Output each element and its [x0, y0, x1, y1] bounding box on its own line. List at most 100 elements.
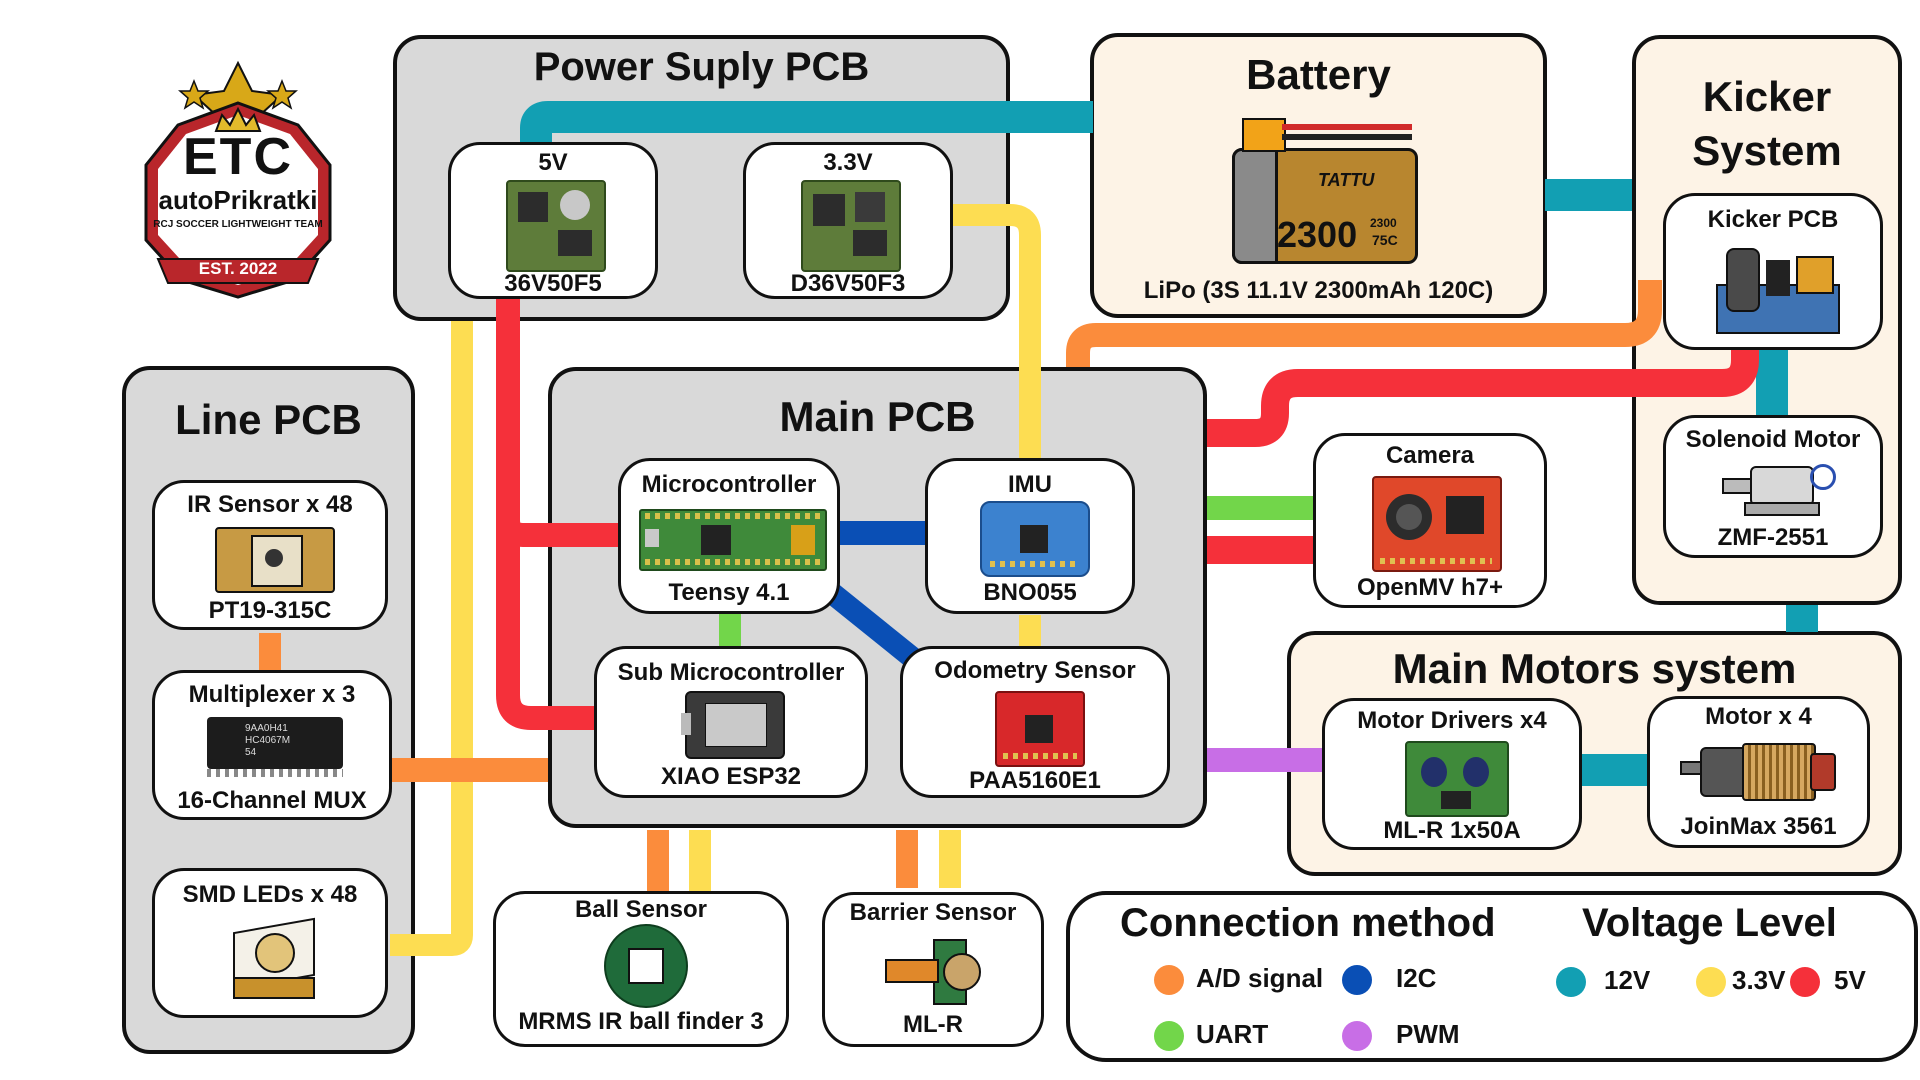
legend-label-33v: 3.3V: [1732, 965, 1786, 995]
multiplexer-part: 16-Channel MUX: [177, 787, 367, 814]
line-pcb-title: Line PCB: [175, 396, 362, 443]
barrier-sensor-card: Barrier Sensor ML-R: [822, 892, 1044, 1047]
legend-label-ad: A/D signal: [1196, 963, 1324, 993]
battery-capacity-small: 2300: [1370, 216, 1397, 230]
logo-top-text: ETC: [183, 128, 293, 186]
mux-chip-line-2: HC4067M: [245, 735, 291, 746]
motor-driver-board-icon: [1405, 741, 1509, 817]
legend-dot-pwm: [1342, 1021, 1372, 1051]
ir-sensor-label: IR Sensor x 48: [187, 491, 353, 518]
legend-dot-5v: [1790, 967, 1820, 997]
barrier-sensor-icon: [881, 935, 991, 1005]
ball-sensor-label: Ball Sensor: [574, 896, 708, 923]
lipo-battery-icon: TATTU 2300 2300 75C: [1222, 118, 1422, 264]
microcontroller-label: Microcontroller: [641, 471, 817, 498]
sub-microcontroller-card: Sub Microcontroller XIAO ESP32: [594, 646, 868, 798]
kicker-board-icon: [1716, 244, 1840, 334]
ir-sensor-icon: [215, 527, 335, 593]
motor-drivers-part: ML-R 1x50A: [1383, 817, 1521, 844]
kicker-title-line1: Kicker: [1702, 73, 1832, 120]
regulator-5v-label: 5V: [538, 149, 568, 176]
regulator-33v-label: 3.3V: [823, 149, 873, 176]
logo-banner: EST. 2022: [198, 259, 278, 278]
wire-33v-line-leds: [390, 321, 473, 956]
main-pcb-title: Main PCB: [779, 393, 976, 440]
motor-card: Motor x 4 JoinMax 3561: [1647, 696, 1870, 848]
motor-drivers-card: Motor Drivers x4 ML-R 1x50A: [1322, 698, 1582, 850]
mux-chip-line-1: 9AA0H41: [245, 723, 288, 734]
wire-33v-imu: [950, 204, 1041, 460]
camera-part: OpenMV h7+: [1356, 574, 1504, 601]
legend-voltage-title: Voltage Level: [1582, 901, 1837, 945]
wire-5v-kicker: [1207, 346, 1759, 447]
imu-part: BNO055: [983, 579, 1077, 606]
motor-part: JoinMax 3561: [1680, 813, 1837, 840]
kicker-pcb-label: Kicker PCB: [1707, 206, 1839, 233]
legend-label-5v: 5V: [1834, 965, 1866, 995]
xiao-board-icon: [681, 691, 785, 759]
logo-subtitle: RCJ SOCCER LIGHTWEIGHT TEAM: [153, 219, 323, 230]
odometry-card: Odometry Sensor PAA5160E1: [900, 646, 1170, 798]
wire-5v-mcu: [496, 296, 623, 547]
sub-microcontroller-part: XIAO ESP32: [660, 763, 802, 790]
legend-label-pwm: PWM: [1396, 1019, 1460, 1049]
odometry-board-icon: [995, 691, 1085, 767]
odometry-part: PAA5160E1: [969, 767, 1101, 794]
battery-title: Battery: [1246, 51, 1391, 98]
regulator-5v-part: 36V50F5: [504, 270, 602, 297]
logo-badge-icon: [144, 60, 332, 299]
logo-name: autoPrikratki: [158, 185, 318, 215]
solenoid-icon: [1716, 460, 1836, 520]
odometry-label: Odometry Sensor: [934, 657, 1136, 684]
ball-sensor-card: Ball Sensor MRMS IR ball finder 3: [493, 891, 789, 1047]
power-supply-title: Power Suply PCB: [533, 45, 870, 89]
team-logo: ETC autoPrikratki RCJ SOCCER LIGHTWEIGHT…: [118, 35, 358, 310]
kicker-title-line2: System: [1692, 127, 1842, 174]
imu-label: IMU: [1008, 471, 1052, 498]
main-motors-title: Main Motors system: [1392, 645, 1797, 692]
multiplexer-card: Multiplexer x 3 9AA0H41 HC4067M 54 16-Ch…: [152, 670, 392, 820]
smd-leds-label: SMD LEDs x 48: [182, 881, 358, 908]
dc-motor-icon: [1680, 739, 1844, 805]
imu-board-icon: [980, 501, 1090, 577]
sub-microcontroller-label: Sub Microcontroller: [617, 659, 845, 686]
imu-card: IMU BNO055: [925, 458, 1135, 614]
ball-sensor-part: MRMS IR ball finder 3: [518, 1008, 764, 1035]
solenoid-card: Solenoid Motor ZMF-2551: [1663, 415, 1883, 558]
wire-12v-power-battery: [520, 101, 1093, 148]
legend: Connection method Voltage Level A/D sign…: [1066, 891, 1918, 1062]
legend-dot-12v: [1556, 967, 1586, 997]
smd-leds-card: SMD LEDs x 48: [152, 868, 388, 1018]
legend-dot-uart: [1154, 1021, 1184, 1051]
openmv-camera-icon: [1372, 476, 1502, 572]
legend-dot-i2c: [1342, 965, 1372, 995]
ir-sensor-card: IR Sensor x 48 PT19-315C: [152, 480, 388, 630]
solenoid-label: Solenoid Motor: [1685, 426, 1861, 453]
legend-dot-33v: [1696, 967, 1726, 997]
microcontroller-card: Microcontroller Teensy 4.1: [618, 458, 840, 614]
motor-drivers-label: Motor Drivers x4: [1357, 707, 1547, 734]
battery-brand: TATTU: [1318, 170, 1375, 190]
multiplexer-label: Multiplexer x 3: [188, 681, 356, 708]
legend-label-12v: 12V: [1604, 965, 1651, 995]
regulator-33v-card: 3.3V D36V50F3: [743, 142, 953, 299]
battery-c-rating: 75C: [1372, 232, 1398, 248]
kicker-pcb-card: Kicker PCB: [1663, 193, 1883, 350]
barrier-sensor-part: ML-R: [903, 1011, 963, 1038]
barrier-sensor-label: Barrier Sensor: [849, 899, 1017, 926]
multiplexer-chip-icon: 9AA0H41 HC4067M 54: [207, 717, 343, 769]
wire-5v-submcu: [496, 520, 597, 730]
regulator-board-icon: [506, 180, 606, 272]
battery-desc: LiPo (3S 11.1V 2300mAh 120C): [1143, 277, 1494, 304]
legend-label-uart: UART: [1196, 1019, 1269, 1049]
legend-dot-ad: [1154, 965, 1184, 995]
ir-sensor-part: PT19-315C: [208, 597, 332, 624]
smd-led-icon: [225, 917, 321, 1009]
legend-label-i2c: I2C: [1396, 963, 1437, 993]
camera-card: Camera OpenMV h7+: [1313, 433, 1547, 608]
multiplexer-pins-icon: [207, 769, 343, 777]
mux-chip-line-3: 54: [245, 747, 257, 758]
solenoid-part: ZMF-2551: [1717, 524, 1829, 551]
